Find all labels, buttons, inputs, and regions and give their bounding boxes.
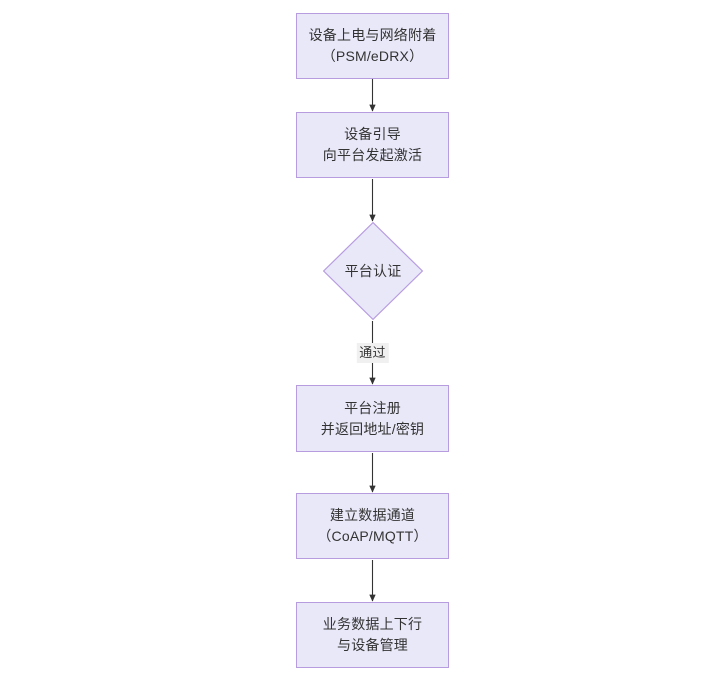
edge-label-pass: 通过 (356, 343, 389, 363)
node-line: 与设备管理 (337, 637, 408, 653)
node-line: 业务数据上下行 (322, 616, 423, 632)
node-device-power-on[interactable]: 设备上电与网络附着 （PSM/eDRX） (296, 13, 449, 79)
decision-label: 平台认证 (344, 262, 402, 279)
node-line: （CoAP/MQTT） (317, 528, 428, 544)
node-platform-registration[interactable]: 平台注册 并返回地址/密钥 (296, 385, 449, 452)
node-line: 并返回地址/密钥 (320, 420, 425, 437)
node-line: 设备上电与网络附着 (308, 27, 437, 43)
node-business-data[interactable]: 业务数据上下行 与设备管理 (296, 602, 449, 668)
node-line: （PSM/eDRX） (321, 48, 424, 64)
node-line: 设备引导 (344, 126, 401, 142)
node-data-channel[interactable]: 建立数据通道 （CoAP/MQTT） (296, 493, 449, 559)
decision-platform-authentication[interactable]: 平台认证 (323, 222, 423, 320)
node-line: 平台注册 (344, 399, 401, 416)
node-line: 建立数据通道 (329, 507, 416, 523)
node-line: 向平台发起激活 (322, 147, 423, 163)
node-device-bootstrap[interactable]: 设备引导 向平台发起激活 (296, 112, 449, 178)
diamond-shape-icon (323, 222, 423, 320)
